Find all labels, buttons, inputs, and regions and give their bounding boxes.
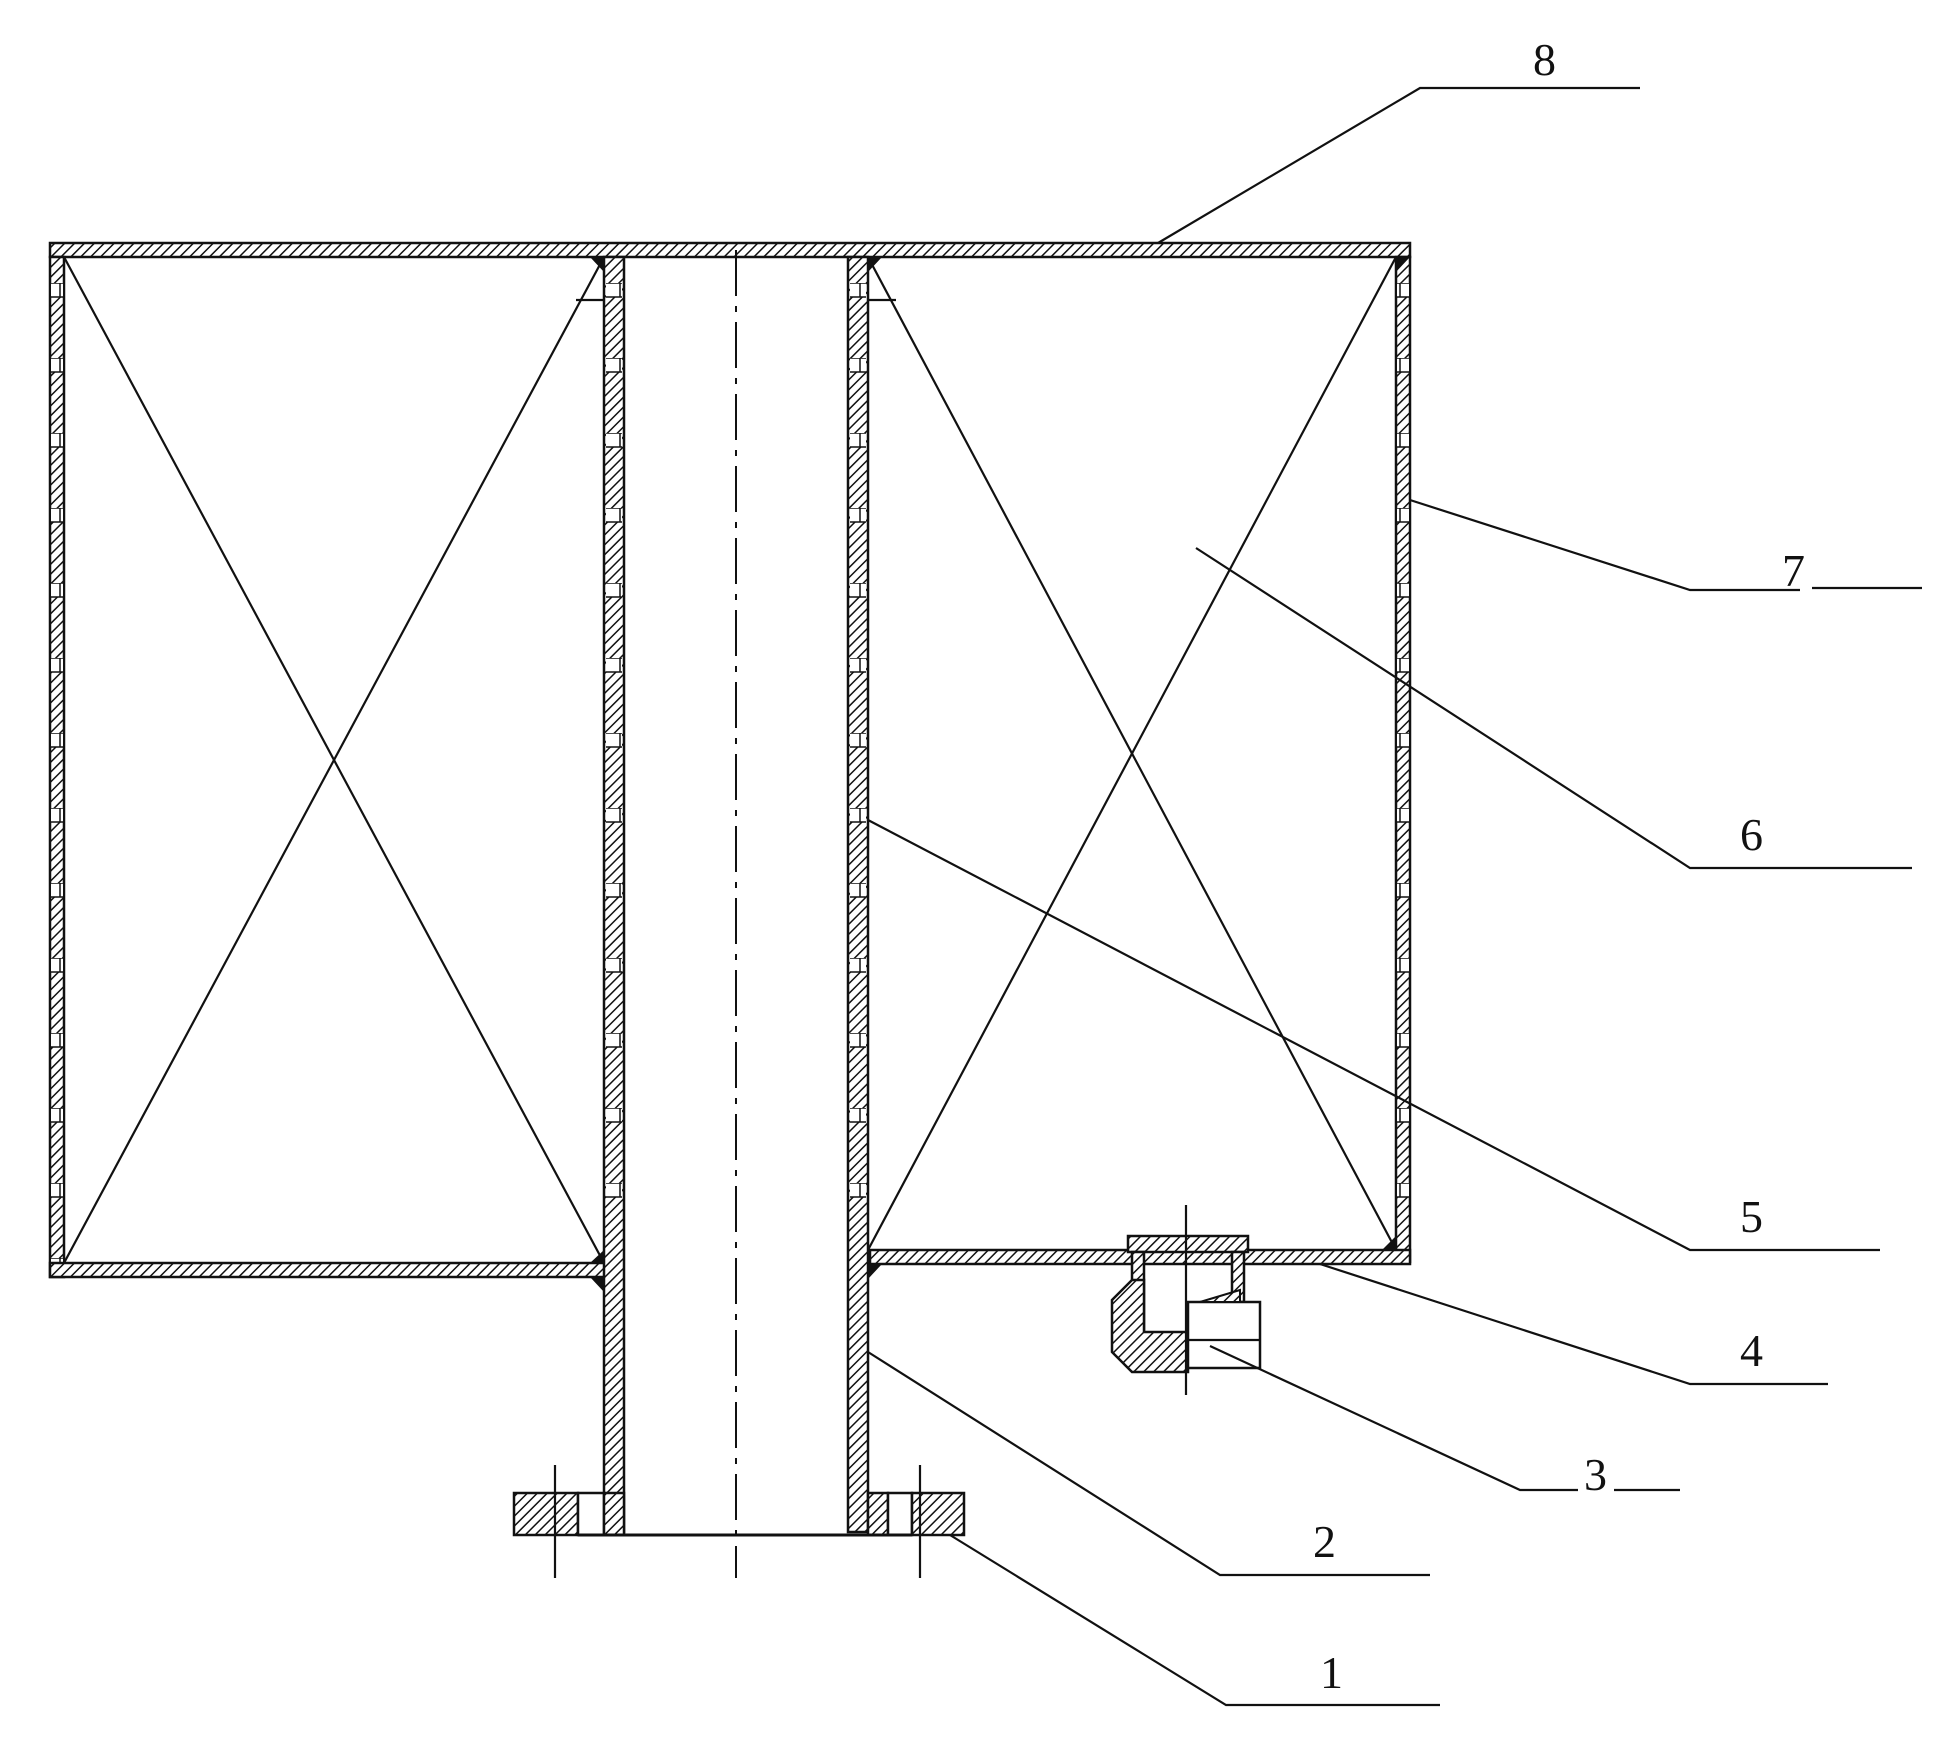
left-bottom-plate (48, 1261, 612, 1279)
weld-seams (590, 257, 1410, 1292)
drain-fitting (1110, 1205, 1262, 1395)
central-tube-right-wall (846, 255, 870, 1534)
label-8: 8 (1533, 34, 1556, 85)
left-outer-wall (48, 255, 66, 1279)
label-3: 3 (1584, 1449, 1607, 1500)
label-5: 5 (1740, 1191, 1763, 1242)
reference-labels: 8 7 6 5 4 3 2 1 (1313, 34, 1805, 1698)
label-1: 1 (1320, 1647, 1343, 1698)
left-filter-element (63, 256, 605, 1264)
label-2: 2 (1313, 1516, 1336, 1567)
central-tube-left-wall (602, 255, 626, 1534)
label-7: 7 (1782, 545, 1805, 596)
right-outer-wall (1394, 255, 1412, 1264)
label-4: 4 (1740, 1325, 1763, 1376)
leader-lines (867, 86, 1922, 1707)
label-6: 6 (1740, 809, 1763, 860)
flange (512, 1465, 966, 1578)
top-plate (48, 241, 1412, 259)
right-filter-element (867, 256, 1397, 1251)
